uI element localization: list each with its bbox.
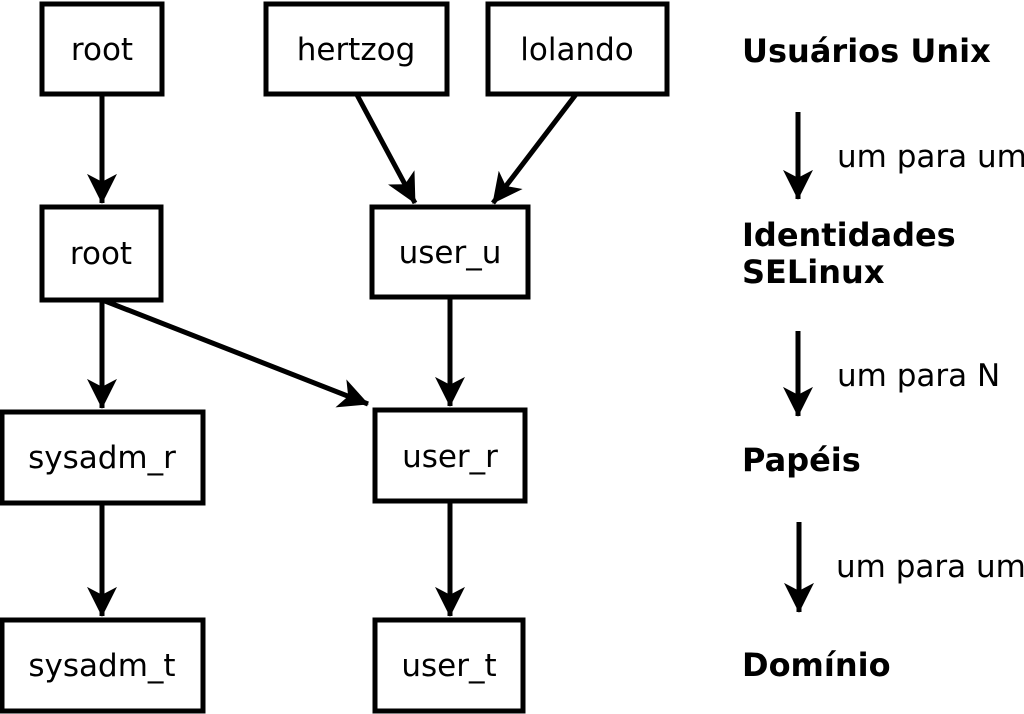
node-lolando: lolando <box>485 1 670 97</box>
legend-arrow3-label: um para um <box>836 549 1024 585</box>
node-lolando-box <box>485 1 670 97</box>
node-user-t-box <box>372 617 526 714</box>
node-hertzog: hertzog <box>263 1 450 97</box>
legend-arrow2-label: um para N <box>837 358 1000 394</box>
node-sysadm-r-box <box>0 409 206 506</box>
legend-domain-label: Domínio <box>742 646 891 684</box>
node-sysadm-t-box <box>0 617 206 714</box>
node-selinux-root: root <box>39 204 164 303</box>
edge-hertzog-to-useru <box>353 91 418 205</box>
node-user-u-label: user_u <box>399 235 502 271</box>
node-user-r: user_r <box>372 407 528 504</box>
node-unix-root-label: root <box>71 32 133 68</box>
node-hertzog-box <box>263 1 450 97</box>
node-unix-root: root <box>39 1 165 97</box>
node-user-u-box <box>369 204 531 300</box>
node-user-r-box <box>372 407 528 504</box>
node-user-t: user_t <box>372 617 526 714</box>
node-sysadm-r: sysadm_r <box>0 409 206 506</box>
node-user-u: user_u <box>369 204 531 300</box>
edge-lolando-to-useru <box>491 91 579 205</box>
legend-roles-label: Papéis <box>742 441 861 479</box>
node-sysadm-t: sysadm_t <box>0 617 206 714</box>
node-hertzog-label: hertzog <box>297 32 416 68</box>
node-sysadm-r-label: sysadm_r <box>28 440 176 476</box>
node-lolando-label: lolando <box>520 32 633 68</box>
node-selinux-root-label: root <box>70 236 132 272</box>
legend-identities-line2: SELinux <box>742 253 885 291</box>
node-user-r-label: user_r <box>402 439 498 475</box>
node-selinux-root-box <box>39 204 164 303</box>
legend-unix-users-label: Usuários Unix <box>742 32 991 70</box>
edge-selinuxroot-to-userr <box>104 298 369 408</box>
node-user-t-label: user_t <box>401 648 496 684</box>
legend-arrow1-label: um para um <box>837 139 1024 175</box>
node-unix-root-box <box>39 1 165 97</box>
node-sysadm-t-label: sysadm_t <box>28 648 175 684</box>
legend-identities-line1: Identidades <box>742 216 956 254</box>
